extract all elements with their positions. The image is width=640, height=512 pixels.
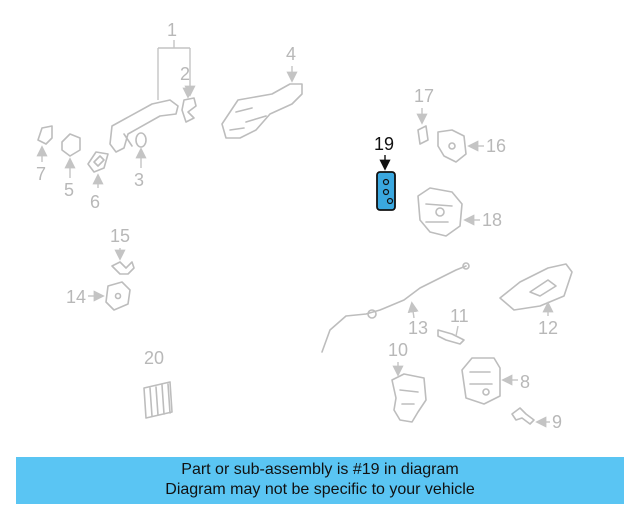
info-banner: Part or sub-assembly is #19 in diagram D…	[16, 457, 624, 504]
callout-15: 15	[110, 226, 130, 246]
callout-16: 16	[486, 136, 506, 156]
part-19-striker-plate[interactable]	[376, 171, 396, 211]
part-3-ring[interactable]	[135, 132, 147, 148]
part-18-door-check[interactable]	[417, 187, 463, 237]
part-13-cable[interactable]	[321, 262, 470, 353]
banner-line-2: Diagram may not be specific to your vehi…	[165, 481, 475, 498]
callout-19: 19	[374, 134, 394, 154]
part-16-hinge[interactable]	[437, 129, 467, 163]
callout-4: 4	[286, 44, 296, 64]
callout-3: 3	[134, 170, 144, 190]
part-15-screw[interactable]	[111, 261, 135, 275]
part-7-bracket[interactable]	[37, 125, 53, 145]
part-4-handle-frame[interactable]	[221, 83, 303, 139]
leader-1	[157, 40, 190, 100]
callout-5: 5	[64, 180, 74, 200]
part-6-gasket[interactable]	[87, 151, 109, 173]
callout-12: 12	[538, 318, 558, 338]
callout-14: 14	[66, 287, 86, 307]
part-2-clip[interactable]	[181, 97, 197, 123]
part-11-clip[interactable]	[437, 329, 465, 345]
part-12-inside-handle[interactable]	[499, 263, 573, 311]
callout-17: 17	[414, 86, 434, 106]
leader-13	[407, 301, 419, 319]
callout-1: 1	[167, 20, 177, 40]
part-14-plate[interactable]	[105, 281, 131, 311]
banner-line-1: Part or sub-assembly is #19 in diagram	[181, 461, 459, 478]
callout-20: 20	[144, 348, 164, 368]
callout-8: 8	[520, 372, 530, 392]
callout-18: 18	[482, 210, 502, 230]
part-9-bolt[interactable]	[511, 407, 535, 425]
part-20-block[interactable]	[143, 381, 173, 419]
part-10-lock[interactable]	[391, 373, 427, 423]
callout-10: 10	[388, 340, 408, 360]
part-5-cap[interactable]	[61, 133, 81, 157]
callout-6: 6	[90, 192, 100, 212]
part-1-outside-handle[interactable]	[109, 99, 179, 153]
callout-11: 11	[450, 306, 469, 326]
callout-2: 2	[180, 64, 190, 84]
callout-9: 9	[552, 412, 562, 432]
callout-7: 7	[36, 164, 46, 184]
leader-11	[455, 325, 459, 337]
part-8-latch[interactable]	[461, 357, 501, 405]
callout-13: 13	[408, 318, 428, 338]
part-17-plate[interactable]	[417, 125, 429, 145]
